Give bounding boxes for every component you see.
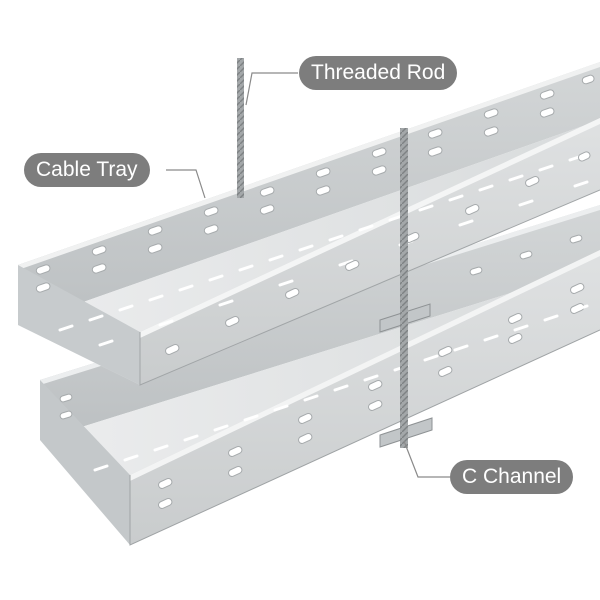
upper-cable-tray: [18, 62, 600, 386]
threaded-rod-rear: [237, 58, 244, 198]
threaded-rod-leader: [245, 72, 298, 106]
threaded-rod-front: [400, 128, 408, 448]
lower-back-slots: [59, 234, 583, 420]
upper-front-slots: [165, 151, 591, 355]
leader-lines: [166, 72, 450, 478]
upper-back-slots: [35, 74, 595, 293]
lower-tray-back-wall: [40, 205, 600, 440]
cable-tray-label: Cable Tray: [24, 153, 150, 187]
threaded-rod-label: Threaded Rod: [299, 56, 458, 90]
lower-tray-front-wall: [130, 250, 600, 545]
lower-front-slots: [158, 282, 585, 509]
threaded-rods: [237, 58, 408, 448]
upper-tray-back-wall: [18, 62, 600, 325]
c-channel-leader: [403, 440, 450, 478]
cable-tray-leader: [166, 169, 206, 199]
upper-tray-front-wall: [140, 118, 600, 385]
c-channel-label: C Channel: [450, 460, 574, 494]
